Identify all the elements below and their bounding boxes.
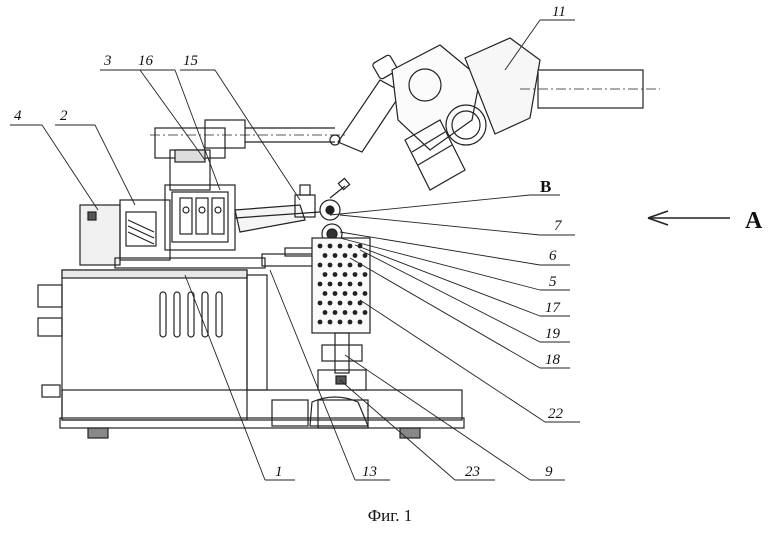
view-arrow	[648, 211, 730, 225]
perforation-hole	[353, 291, 358, 296]
perforation-hole	[318, 282, 323, 287]
perforation-hole	[363, 272, 368, 277]
perforation-hole	[348, 263, 353, 268]
motor-unit-4	[80, 200, 170, 265]
perforation-hole	[318, 301, 323, 306]
perforation-hole	[338, 320, 343, 325]
perforation-hole	[338, 244, 343, 249]
label-23: 23	[465, 464, 480, 480]
perforation-hole	[348, 282, 353, 287]
perforation-hole	[318, 263, 323, 268]
label-17: 17	[545, 300, 562, 316]
perforation-hole	[333, 253, 338, 258]
perforation-hole	[328, 263, 333, 268]
perforation-hole	[323, 253, 328, 258]
perforation-hole	[343, 310, 348, 315]
label-2: 2	[60, 108, 68, 124]
perforation-hole	[353, 272, 358, 277]
perforation-hole	[343, 272, 348, 277]
perforation-hole	[318, 244, 323, 249]
perforation-hole	[343, 253, 348, 258]
perforation-hole	[328, 244, 333, 249]
perforation-hole	[363, 310, 368, 315]
label-11: 11	[552, 4, 566, 20]
perforation-hole	[348, 320, 353, 325]
label-18: 18	[545, 352, 561, 368]
perforation-hole	[328, 320, 333, 325]
label-3: 3	[103, 53, 112, 69]
label-6: 6	[549, 248, 557, 264]
perforation-hole	[358, 320, 363, 325]
label-22: 22	[548, 406, 564, 422]
perforation-hole	[363, 291, 368, 296]
perforation-hole	[333, 291, 338, 296]
perforation-hole	[348, 301, 353, 306]
label-7: 7	[554, 218, 563, 234]
perforation-hole	[328, 301, 333, 306]
perforation-hole	[358, 282, 363, 287]
perforation-hole	[323, 272, 328, 277]
perforation-hole	[333, 272, 338, 277]
label-13: 13	[362, 464, 377, 480]
perforation-hole	[338, 301, 343, 306]
perforation-hole	[318, 320, 323, 325]
perforation-hole	[343, 291, 348, 296]
perforation-hole	[348, 244, 353, 249]
label-19: 19	[545, 326, 561, 342]
perforation-hole	[353, 253, 358, 258]
perforation-hole	[338, 282, 343, 287]
perforation-hole	[328, 282, 333, 287]
label-16: 16	[138, 53, 154, 69]
label-4: 4	[14, 108, 22, 124]
perforation-hole	[333, 310, 338, 315]
machine-base	[38, 270, 464, 438]
microscope	[338, 38, 660, 190]
section-label-b: В	[540, 177, 551, 196]
machine-drawing: 4 2 3 16 15 11 7 6 5 17 19 18 22 9 23 13…	[0, 0, 780, 500]
label-5: 5	[549, 274, 557, 290]
perforation-hole	[353, 310, 358, 315]
figure-caption: Фиг. 1	[0, 506, 780, 526]
label-15: 15	[183, 53, 199, 69]
label-1: 1	[275, 464, 283, 480]
view-label-a: А	[745, 208, 763, 234]
label-9: 9	[545, 464, 553, 480]
heater-block	[312, 238, 370, 333]
perforation-hole	[323, 291, 328, 296]
perforation-hole	[323, 310, 328, 315]
perforation-hole	[338, 263, 343, 268]
